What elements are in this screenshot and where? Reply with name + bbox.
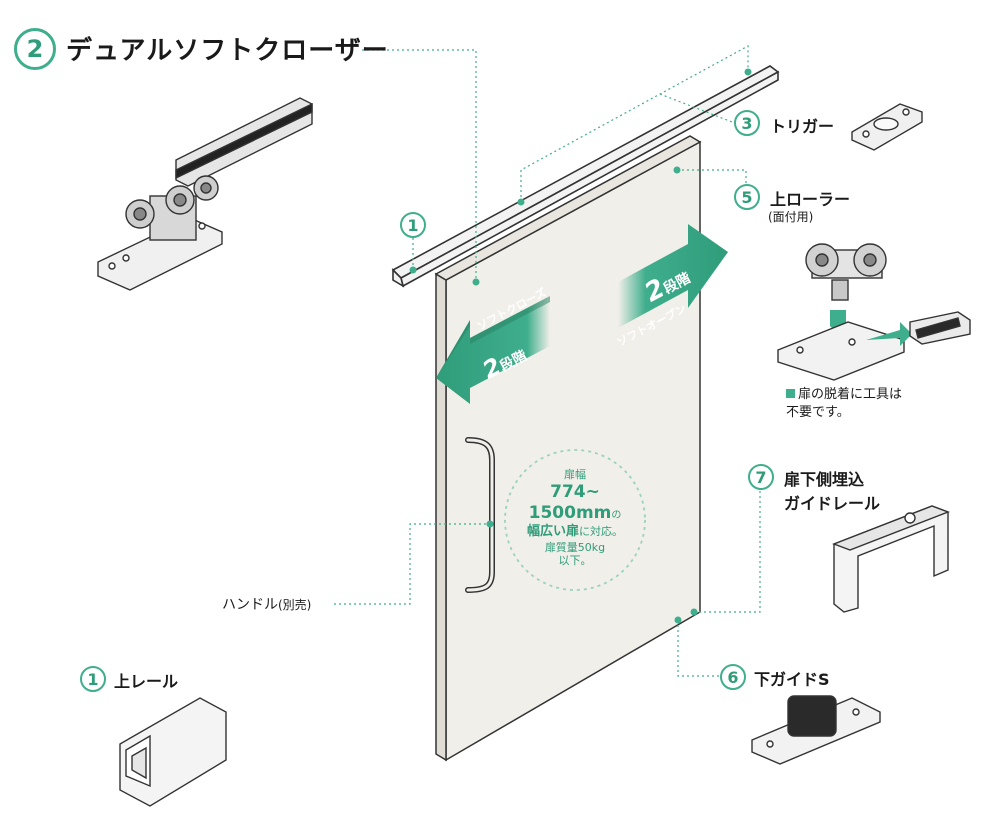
note-bullet — [786, 389, 795, 398]
door-spec-line-2: 774~ 1500mmの — [508, 482, 642, 525]
trigger-illustration — [851, 103, 923, 151]
door-width-suffix: の — [611, 510, 622, 521]
label-handle: ハンドル(別売) — [222, 594, 311, 614]
upper-roller-illustration — [777, 243, 971, 381]
leader-lines — [334, 44, 761, 677]
callout-badge-upper-roller: 5 — [734, 184, 760, 210]
title-number-badge: 2 — [14, 28, 56, 70]
callout-badge-lower-guide: 6 — [720, 664, 746, 690]
callout-badge-bottom-guide-rail: 7 — [748, 464, 774, 490]
page-title: デュアルソフトクローザー — [66, 36, 389, 66]
soft-close-arrow — [436, 296, 550, 404]
door-spec-line-1: 扉幅 — [564, 468, 586, 481]
door-support-text: に対応。 — [579, 525, 623, 539]
door-info-circle — [504, 449, 646, 591]
door-spec-text: 扉幅 774~ 1500mmの 幅広い扉に対応。 扉質量50kg 以下。 — [508, 468, 642, 568]
label-handle-text: ハンドル — [222, 597, 278, 613]
label-lower-guide: 下ガイドS — [754, 670, 830, 689]
soft-open-arrow — [618, 224, 728, 328]
door-spec-line-3: 幅広い扉に対応。 — [508, 524, 642, 540]
callout-badge-upper-rail: 1 — [80, 666, 106, 692]
label-upper-roller-sub: (面付用) — [768, 210, 814, 224]
soft-closer-illustration — [97, 97, 313, 291]
label-trigger: トリガー — [770, 117, 835, 136]
lower-guide-illustration — [751, 695, 881, 765]
label-upper-roller: 上ローラー — [770, 190, 851, 209]
callout-badge-rail: 1 — [400, 212, 426, 238]
label-bottom-guide-rail-2: ガイドレール — [784, 494, 881, 513]
bottom-guide-rail-illustration — [832, 505, 950, 613]
door-width-range: 774~ 1500mm — [528, 481, 612, 523]
door-wide-text: 幅広い扉 — [526, 524, 579, 540]
door-spec-line-4: 扉質量50kg — [544, 540, 606, 554]
upper-rail-illustration — [119, 697, 227, 807]
top-rail-illustration — [391, 65, 780, 288]
note-line-1: 扉の脱着に工具は — [798, 387, 903, 402]
label-handle-sub: (別売) — [278, 598, 312, 612]
callout-badge-trigger: 3 — [734, 110, 760, 136]
label-upper-rail: 上レール — [114, 672, 179, 691]
label-bottom-guide-rail-1: 扉下側埋込 — [784, 470, 865, 489]
leader-dots — [409, 68, 752, 624]
note-line-2: 不要です。 — [786, 404, 850, 420]
door-spec-line-5: 以下。 — [558, 554, 592, 568]
note-text: 扉の脱着に工具は 不要です。 — [786, 386, 902, 421]
